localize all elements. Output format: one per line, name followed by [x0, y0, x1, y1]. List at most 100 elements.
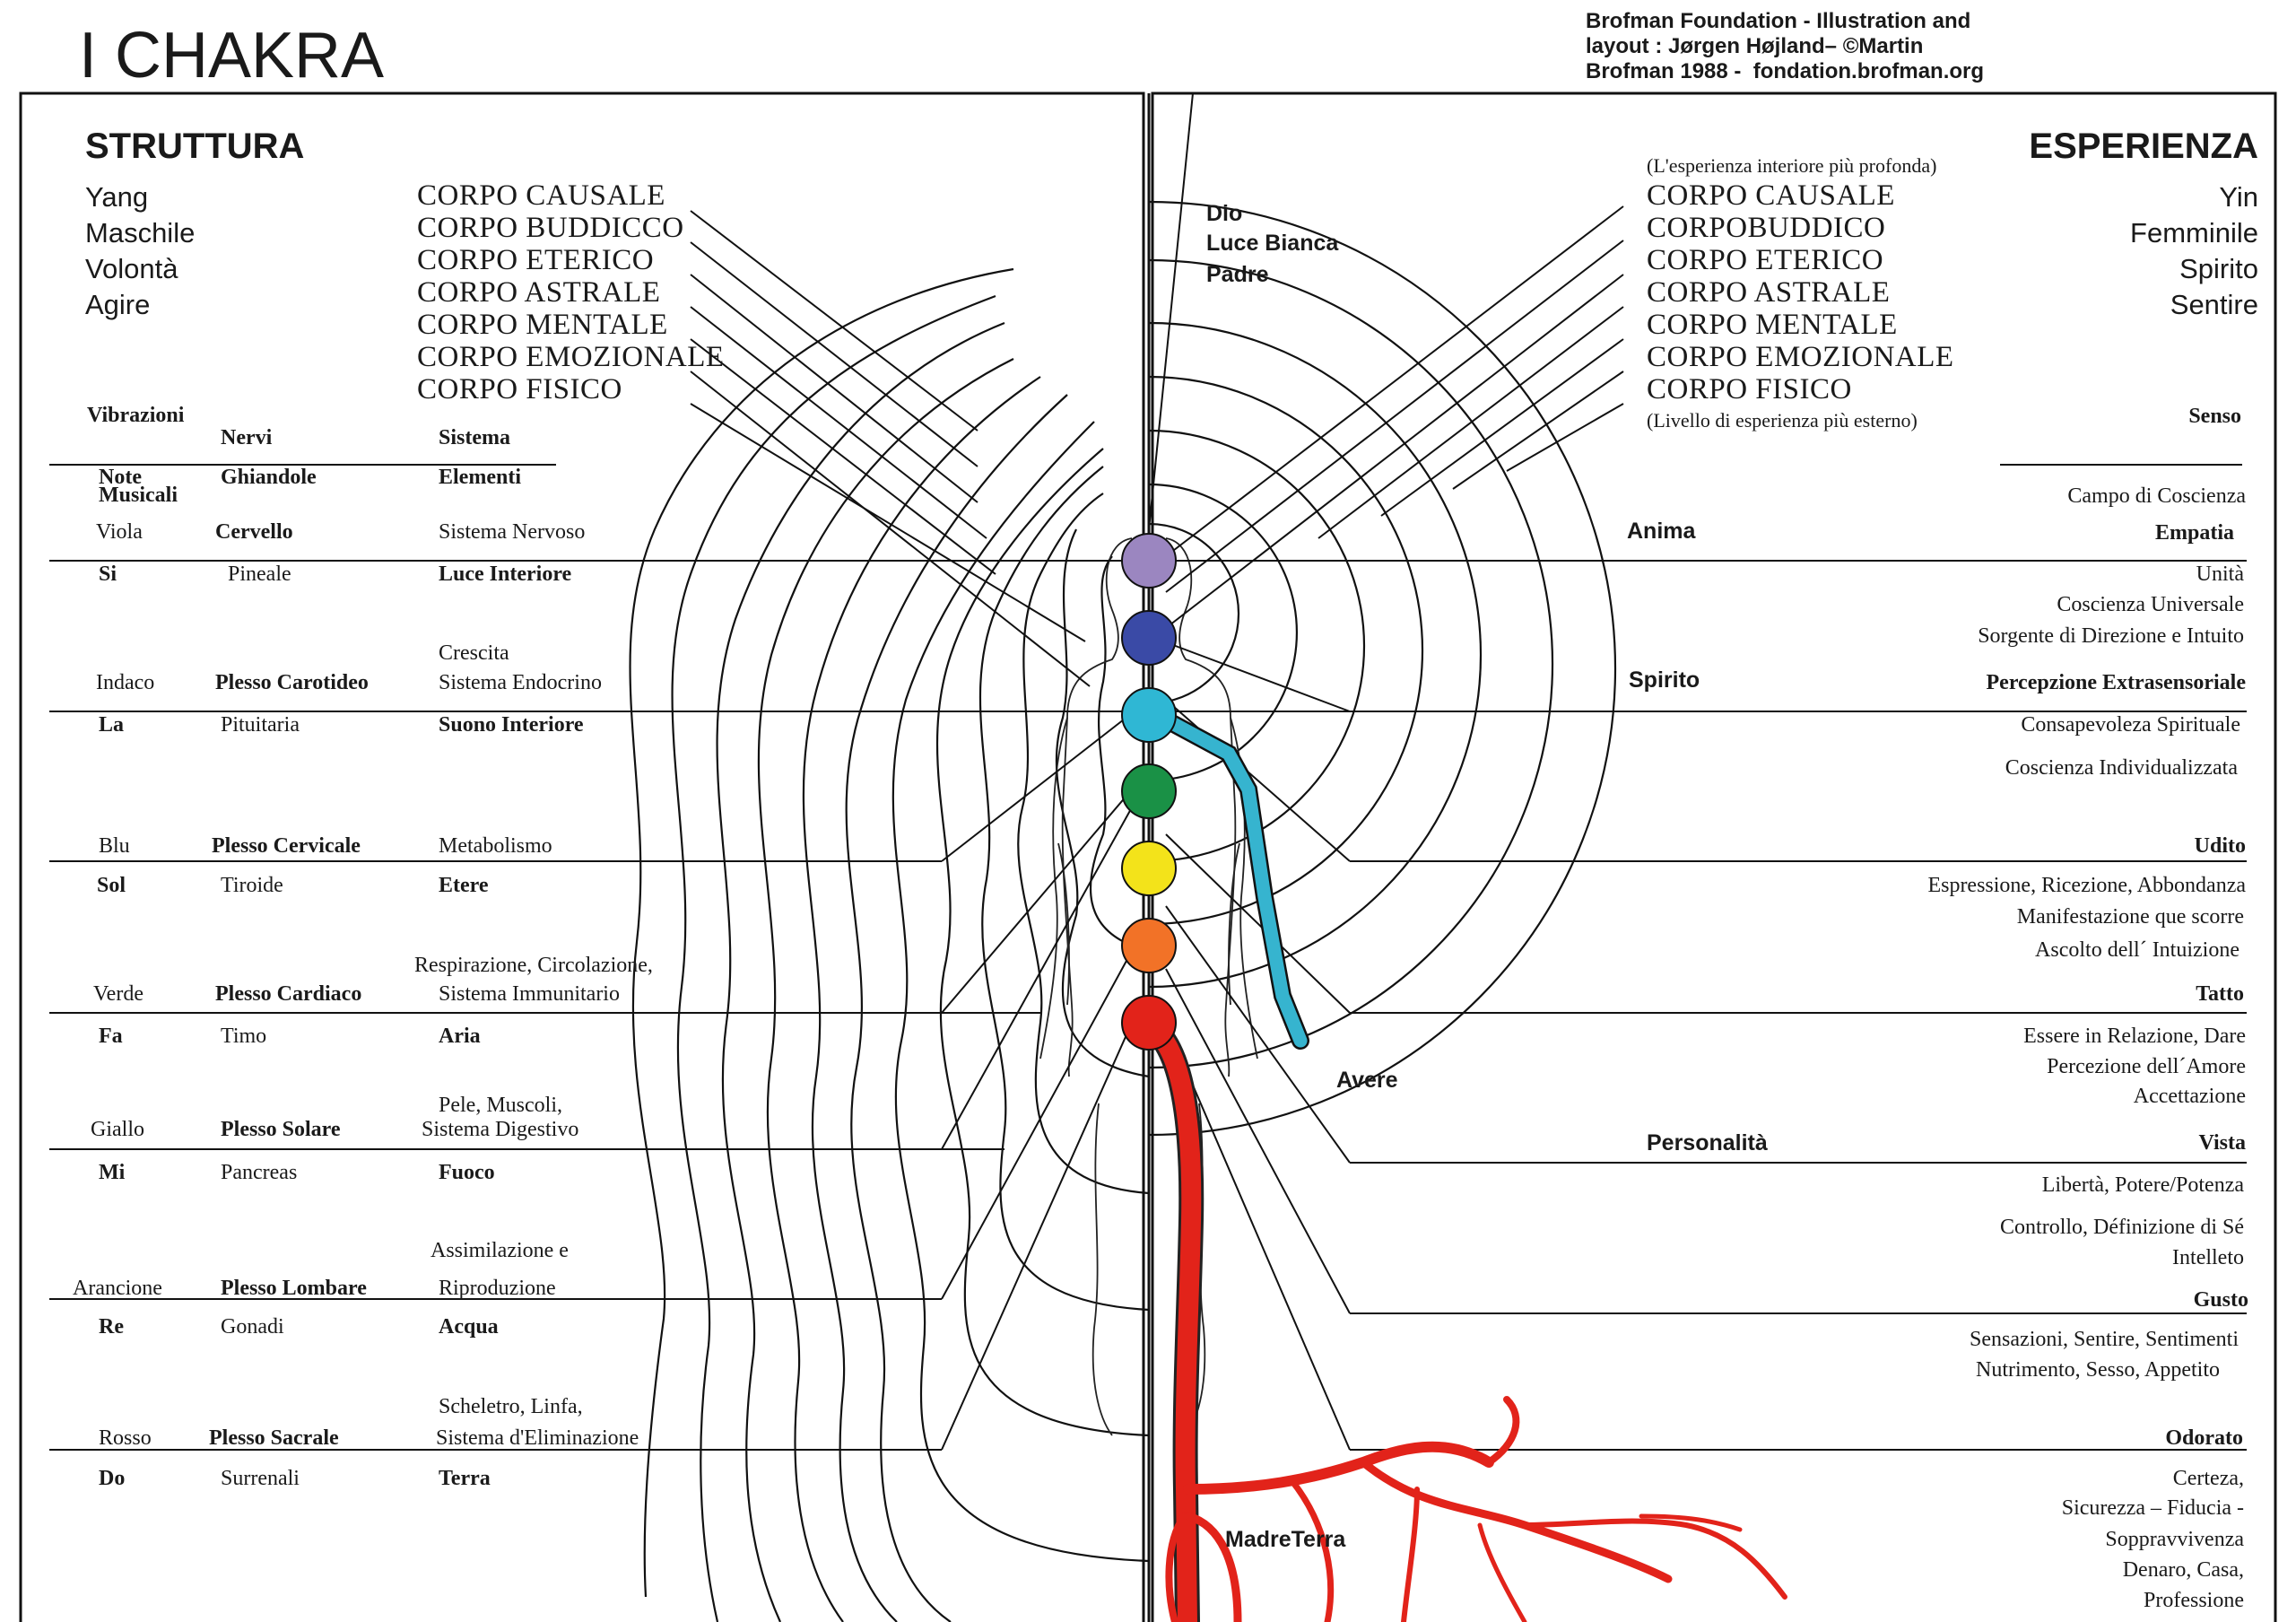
row-plexus: Plesso Cardiaco	[215, 982, 362, 1006]
row-line-2: Coscienza Individualizzata	[2005, 756, 2238, 780]
chakra-heart	[1121, 763, 1177, 819]
row-line-3: Intelleto	[2172, 1246, 2244, 1269]
chakra-throat	[1121, 687, 1177, 743]
row-sense: Percepzione Extrasensoriale	[1986, 671, 2246, 694]
red-roots	[1144, 1019, 1787, 1622]
row-element: Luce Interiore	[439, 562, 572, 586]
col-senso: Senso	[2188, 405, 2241, 428]
left-body-astral: CORPO ASTRALE	[417, 276, 661, 309]
row-system: Metabolismo	[439, 834, 552, 858]
left-body-mental: CORPO MENTALE	[417, 309, 668, 341]
row-note: Sol	[97, 874, 126, 897]
credit-text: Brofman Foundation - Illustration and la…	[1586, 9, 1985, 83]
row-system-2: Riproduzione	[439, 1277, 556, 1300]
row-plexus: Plesso Cervicale	[212, 834, 361, 858]
left-qualities: Yang Maschile Volontà Agire	[85, 181, 196, 320]
right-qualities: Yin Femminile Spirito Sentire	[2130, 181, 2258, 320]
row-plexus: Plesso Sacrale	[209, 1426, 339, 1450]
row-line-2: Manifestazione que scorre	[2016, 905, 2244, 929]
label-spirito: Spirito	[1629, 667, 1700, 693]
right-body-mental: CORPO MENTALE	[1647, 309, 1898, 341]
right-body-etheric: CORPO ETERICO	[1647, 244, 1884, 276]
outer-experience-note: (Livello di esperienza più esterno)	[1647, 409, 1918, 432]
row-system-2: Sistema Digestivo	[422, 1118, 579, 1141]
row-line-1: Espressione, Ricezione, Abbondanza	[1927, 874, 2246, 897]
row-system-2: Sistema Immunitario	[439, 982, 620, 1006]
row-sense: Empatia	[2154, 521, 2234, 545]
row-line-1: Libertà, Potere/Potenza	[2041, 1173, 2244, 1197]
row-color: Arancione	[73, 1277, 162, 1300]
aura-layers	[629, 267, 1150, 1622]
top-ray-line	[1148, 92, 1194, 530]
row-line-2: Nutrimento, Sesso, Appetito	[1976, 1358, 2220, 1382]
row-note: Si	[99, 562, 117, 586]
label-personalita: Personalità	[1647, 1130, 1768, 1155]
col-musicali: Musicali	[99, 484, 178, 507]
row-system-1: Scheletro, Linfa,	[439, 1395, 583, 1418]
row-plexus: Cervello	[215, 520, 293, 544]
row-element: Terra	[439, 1467, 491, 1490]
chakra-crown	[1121, 533, 1177, 589]
row-gland: Tiroide	[221, 874, 283, 897]
inner-experience-note: (L'esperienza interiore più profonda)	[1647, 154, 1937, 177]
chakra-root	[1121, 995, 1177, 1051]
col-note: Note	[99, 466, 142, 489]
row-plexus: Plesso Lombare	[221, 1277, 367, 1300]
row-sense: Udito	[2194, 834, 2246, 858]
row-gland: Pancreas	[221, 1161, 298, 1184]
left-body-etheric: CORPO ETERICO	[417, 244, 655, 276]
row-system-1: Respirazione, Circolazione,	[414, 954, 653, 977]
label-anima: Anima	[1627, 519, 1696, 544]
row-gland: Gonadi	[221, 1315, 284, 1339]
row-color: Indaco	[96, 671, 155, 694]
label-padre: Padre	[1206, 262, 1269, 287]
row-sense: Gusto	[2193, 1288, 2248, 1312]
label-madreterra: MadreTerra	[1225, 1527, 1346, 1552]
row-system-1: Pele, Muscoli,	[439, 1094, 562, 1117]
right-body-astral: CORPO ASTRALE	[1647, 276, 1891, 309]
col-nervi: Nervi	[221, 426, 273, 449]
row-element: Aria	[439, 1025, 481, 1048]
right-header: ESPERIENZA	[2029, 126, 2258, 166]
page-title: I CHAKRA	[79, 20, 385, 92]
row-plexus: Plesso Carotideo	[215, 671, 369, 694]
col-ghiandole: Ghiandole	[221, 466, 317, 489]
col-vibrazioni: Vibrazioni	[87, 404, 185, 427]
row-line-1: Certeza,	[2172, 1467, 2244, 1490]
blue-channel	[1163, 715, 1308, 1048]
row-color: Verde	[93, 982, 144, 1006]
row-line-3: Sopprav­vivenza	[2105, 1528, 2244, 1551]
row-element: Fuoco	[439, 1161, 495, 1184]
chakra-sacral	[1121, 918, 1177, 973]
row-system-2: Sistema d'Eliminazione	[436, 1426, 639, 1450]
row-line-1: Essere in Relazione, Dare	[2023, 1025, 2246, 1048]
row-line-1: Sensazioni, Sentire, Sentimenti	[1970, 1328, 2239, 1351]
row-system-1: Crescita	[439, 641, 509, 665]
right-body-emotional: CORPO EMOZIONALE	[1647, 341, 1954, 373]
row-element: Suono Interiore	[439, 713, 584, 737]
row-system: Sistema Nervoso	[439, 520, 586, 544]
row-color: Viola	[96, 520, 143, 544]
row-color: Blu	[99, 834, 130, 858]
row-element: Etere	[439, 874, 489, 897]
row-sense: Tatto	[2196, 982, 2244, 1006]
right-body-physical: CORPO FISICO	[1647, 373, 1852, 406]
row-line-2: Coscienza Universale	[2057, 593, 2244, 616]
row-line-3: Ascolto dell´ Intuizione	[2035, 938, 2239, 962]
row-line-5: Professione	[2144, 1589, 2244, 1612]
row-color: Giallo	[91, 1118, 144, 1141]
row-line-1: Consapevoleza Spirituale	[2021, 713, 2240, 737]
row-line-2: Sicurezza – Fiducia -	[2061, 1496, 2244, 1520]
row-note: Re	[99, 1315, 124, 1339]
row-line-4: Denaro, Casa,	[2122, 1558, 2244, 1582]
chakra-solar-plexus	[1121, 841, 1177, 896]
left-body-connectors	[690, 210, 1133, 1451]
chakra-column	[1121, 533, 1177, 1051]
row-plexus: Plesso Solare	[221, 1118, 341, 1141]
row-gland: Pineale	[228, 562, 291, 586]
right-body-buddhic: CORPOBUDDICO	[1647, 212, 1886, 244]
row-gland: Pituitaria	[221, 713, 300, 737]
left-body-emotional: CORPO EMOZIONALE	[417, 341, 725, 373]
